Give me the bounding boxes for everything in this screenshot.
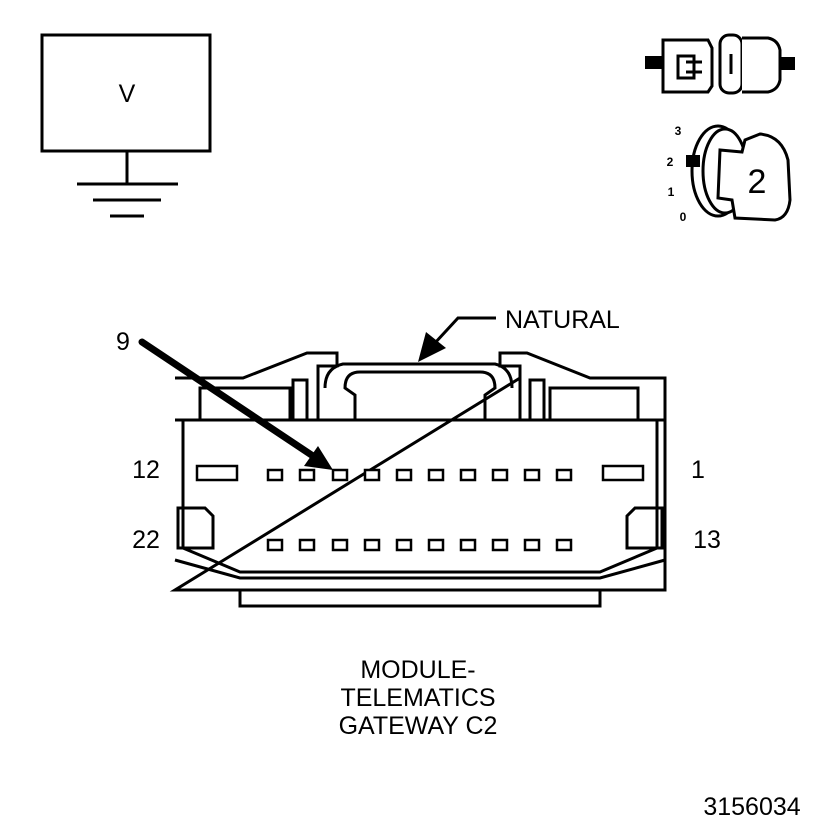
ignition-pos-1: 1 bbox=[668, 185, 675, 199]
pin-callout: 9 bbox=[116, 328, 333, 470]
pin-cavity bbox=[298, 538, 316, 552]
pin-cavity bbox=[266, 538, 284, 552]
caption-line-3: GATEWAY C2 bbox=[338, 712, 498, 740]
pin-cavity-12 bbox=[195, 464, 239, 482]
pin-cavity bbox=[395, 538, 413, 552]
ignition-pos-0: 0 bbox=[680, 210, 687, 224]
pin-cavity bbox=[523, 538, 541, 552]
pin-cavity bbox=[298, 468, 316, 482]
pin-callout-number: 9 bbox=[116, 328, 130, 356]
pin-cavities bbox=[195, 464, 645, 552]
color-callout-arrowhead bbox=[418, 332, 446, 362]
pin-cavity bbox=[491, 538, 509, 552]
pin-cavity bbox=[523, 468, 541, 482]
voltmeter-label: V bbox=[119, 80, 136, 108]
caption-line-1: MODULE- bbox=[360, 656, 476, 684]
pin-cavity bbox=[363, 468, 381, 482]
pin-label-top-right: 1 bbox=[691, 456, 705, 484]
pin-cavity-1 bbox=[601, 464, 645, 482]
pin-callout-arrowhead bbox=[304, 446, 333, 470]
pin-label-top-left: 12 bbox=[132, 456, 160, 484]
pin-label-bottom-left: 22 bbox=[132, 526, 160, 554]
caption-line-2: TELEMATICS bbox=[340, 684, 496, 712]
connector-color-label: NATURAL bbox=[505, 306, 620, 334]
voltmeter-symbol: V bbox=[40, 33, 212, 153]
pin-cavity bbox=[459, 468, 477, 482]
pin-cavity bbox=[427, 468, 445, 482]
pin-cavity bbox=[395, 468, 413, 482]
ignition-switch-icon: 2 3 2 1 0 bbox=[667, 124, 792, 224]
pin-label-bottom-right: 13 bbox=[693, 526, 721, 554]
ignition-key-position: 2 bbox=[748, 163, 767, 201]
pin-cavity bbox=[363, 538, 381, 552]
connector-body bbox=[169, 351, 667, 608]
figure-number: 3156034 bbox=[703, 793, 800, 821]
pin-cavity bbox=[459, 538, 477, 552]
pin-cavity bbox=[491, 468, 509, 482]
ignition-pos-2: 2 bbox=[667, 155, 674, 169]
pin-cavity bbox=[555, 538, 573, 552]
pin-cavity bbox=[555, 468, 573, 482]
pin-cavity bbox=[266, 468, 284, 482]
pin-cavity bbox=[331, 538, 349, 552]
color-callout: NATURAL bbox=[418, 306, 620, 362]
pin-cavity-9 bbox=[331, 468, 349, 482]
pin-cavity bbox=[427, 538, 445, 552]
ground-icon bbox=[77, 151, 178, 218]
disconnected-connector-icon bbox=[645, 33, 795, 95]
ignition-pos-3: 3 bbox=[675, 124, 682, 138]
connector-caption: MODULE- TELEMATICS GATEWAY C2 bbox=[268, 656, 568, 740]
